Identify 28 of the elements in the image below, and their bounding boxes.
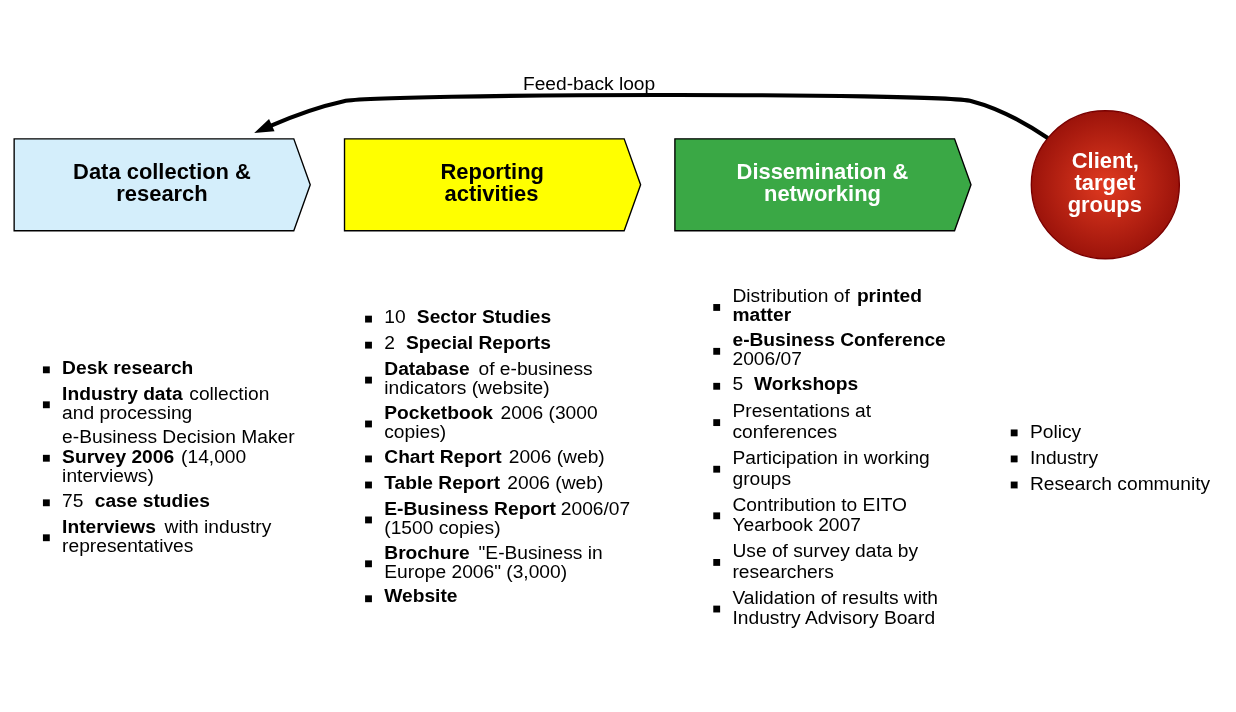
node-label: Validation of results with Industry Advisory Board bbox=[732, 586, 938, 628]
node-label: Database of e-business indicators (website) bbox=[384, 357, 593, 398]
node-label: Table Report 2006 (web) bbox=[384, 471, 604, 493]
node-circle: Client, target groups bbox=[1030, 109, 1181, 259]
node-label: 10 Sector Studies bbox=[384, 305, 552, 327]
node-label: Research community bbox=[1029, 472, 1211, 494]
node-label: Interviews with industry representatives bbox=[62, 515, 272, 556]
node-label: e-Business Decision Maker Survey 2006 (14,000 interviews) bbox=[62, 425, 295, 486]
node-label: 2 Special Reports bbox=[384, 331, 551, 353]
arrow bbox=[254, 92, 1049, 140]
node-label: E-Business Report 2006/07 (1500 copies) bbox=[384, 497, 631, 538]
node-label: 5 Workshops bbox=[732, 372, 859, 394]
node-label: Brochure "E-Business in Europe 2006" (3,000) bbox=[384, 541, 603, 582]
node-label: 75 case studies bbox=[62, 489, 210, 510]
node-label: Distribution of printed matter bbox=[732, 284, 922, 325]
node-label: Use of survey data by researchers bbox=[732, 539, 919, 582]
node-label: Presentations at conferences bbox=[732, 399, 872, 442]
node-label: Chart Report 2006 (web) bbox=[384, 445, 605, 467]
node-label: Pocketbook 2006 (3000 copies) bbox=[384, 401, 598, 442]
node-label: Desk research bbox=[62, 356, 194, 378]
node-label: e-Business Conference 2006/07 bbox=[732, 328, 946, 369]
node-label: Contribution to EITO Yearbook 2007 bbox=[732, 493, 908, 535]
node-label: Website bbox=[384, 584, 458, 606]
node-label: Industry bbox=[1029, 446, 1099, 468]
node-label: Participation in working groups bbox=[732, 446, 930, 489]
edge-label: Feed-back loop bbox=[522, 72, 656, 94]
node-label: Industry data collection and processing bbox=[62, 382, 270, 423]
node-label: Policy bbox=[1029, 420, 1082, 442]
